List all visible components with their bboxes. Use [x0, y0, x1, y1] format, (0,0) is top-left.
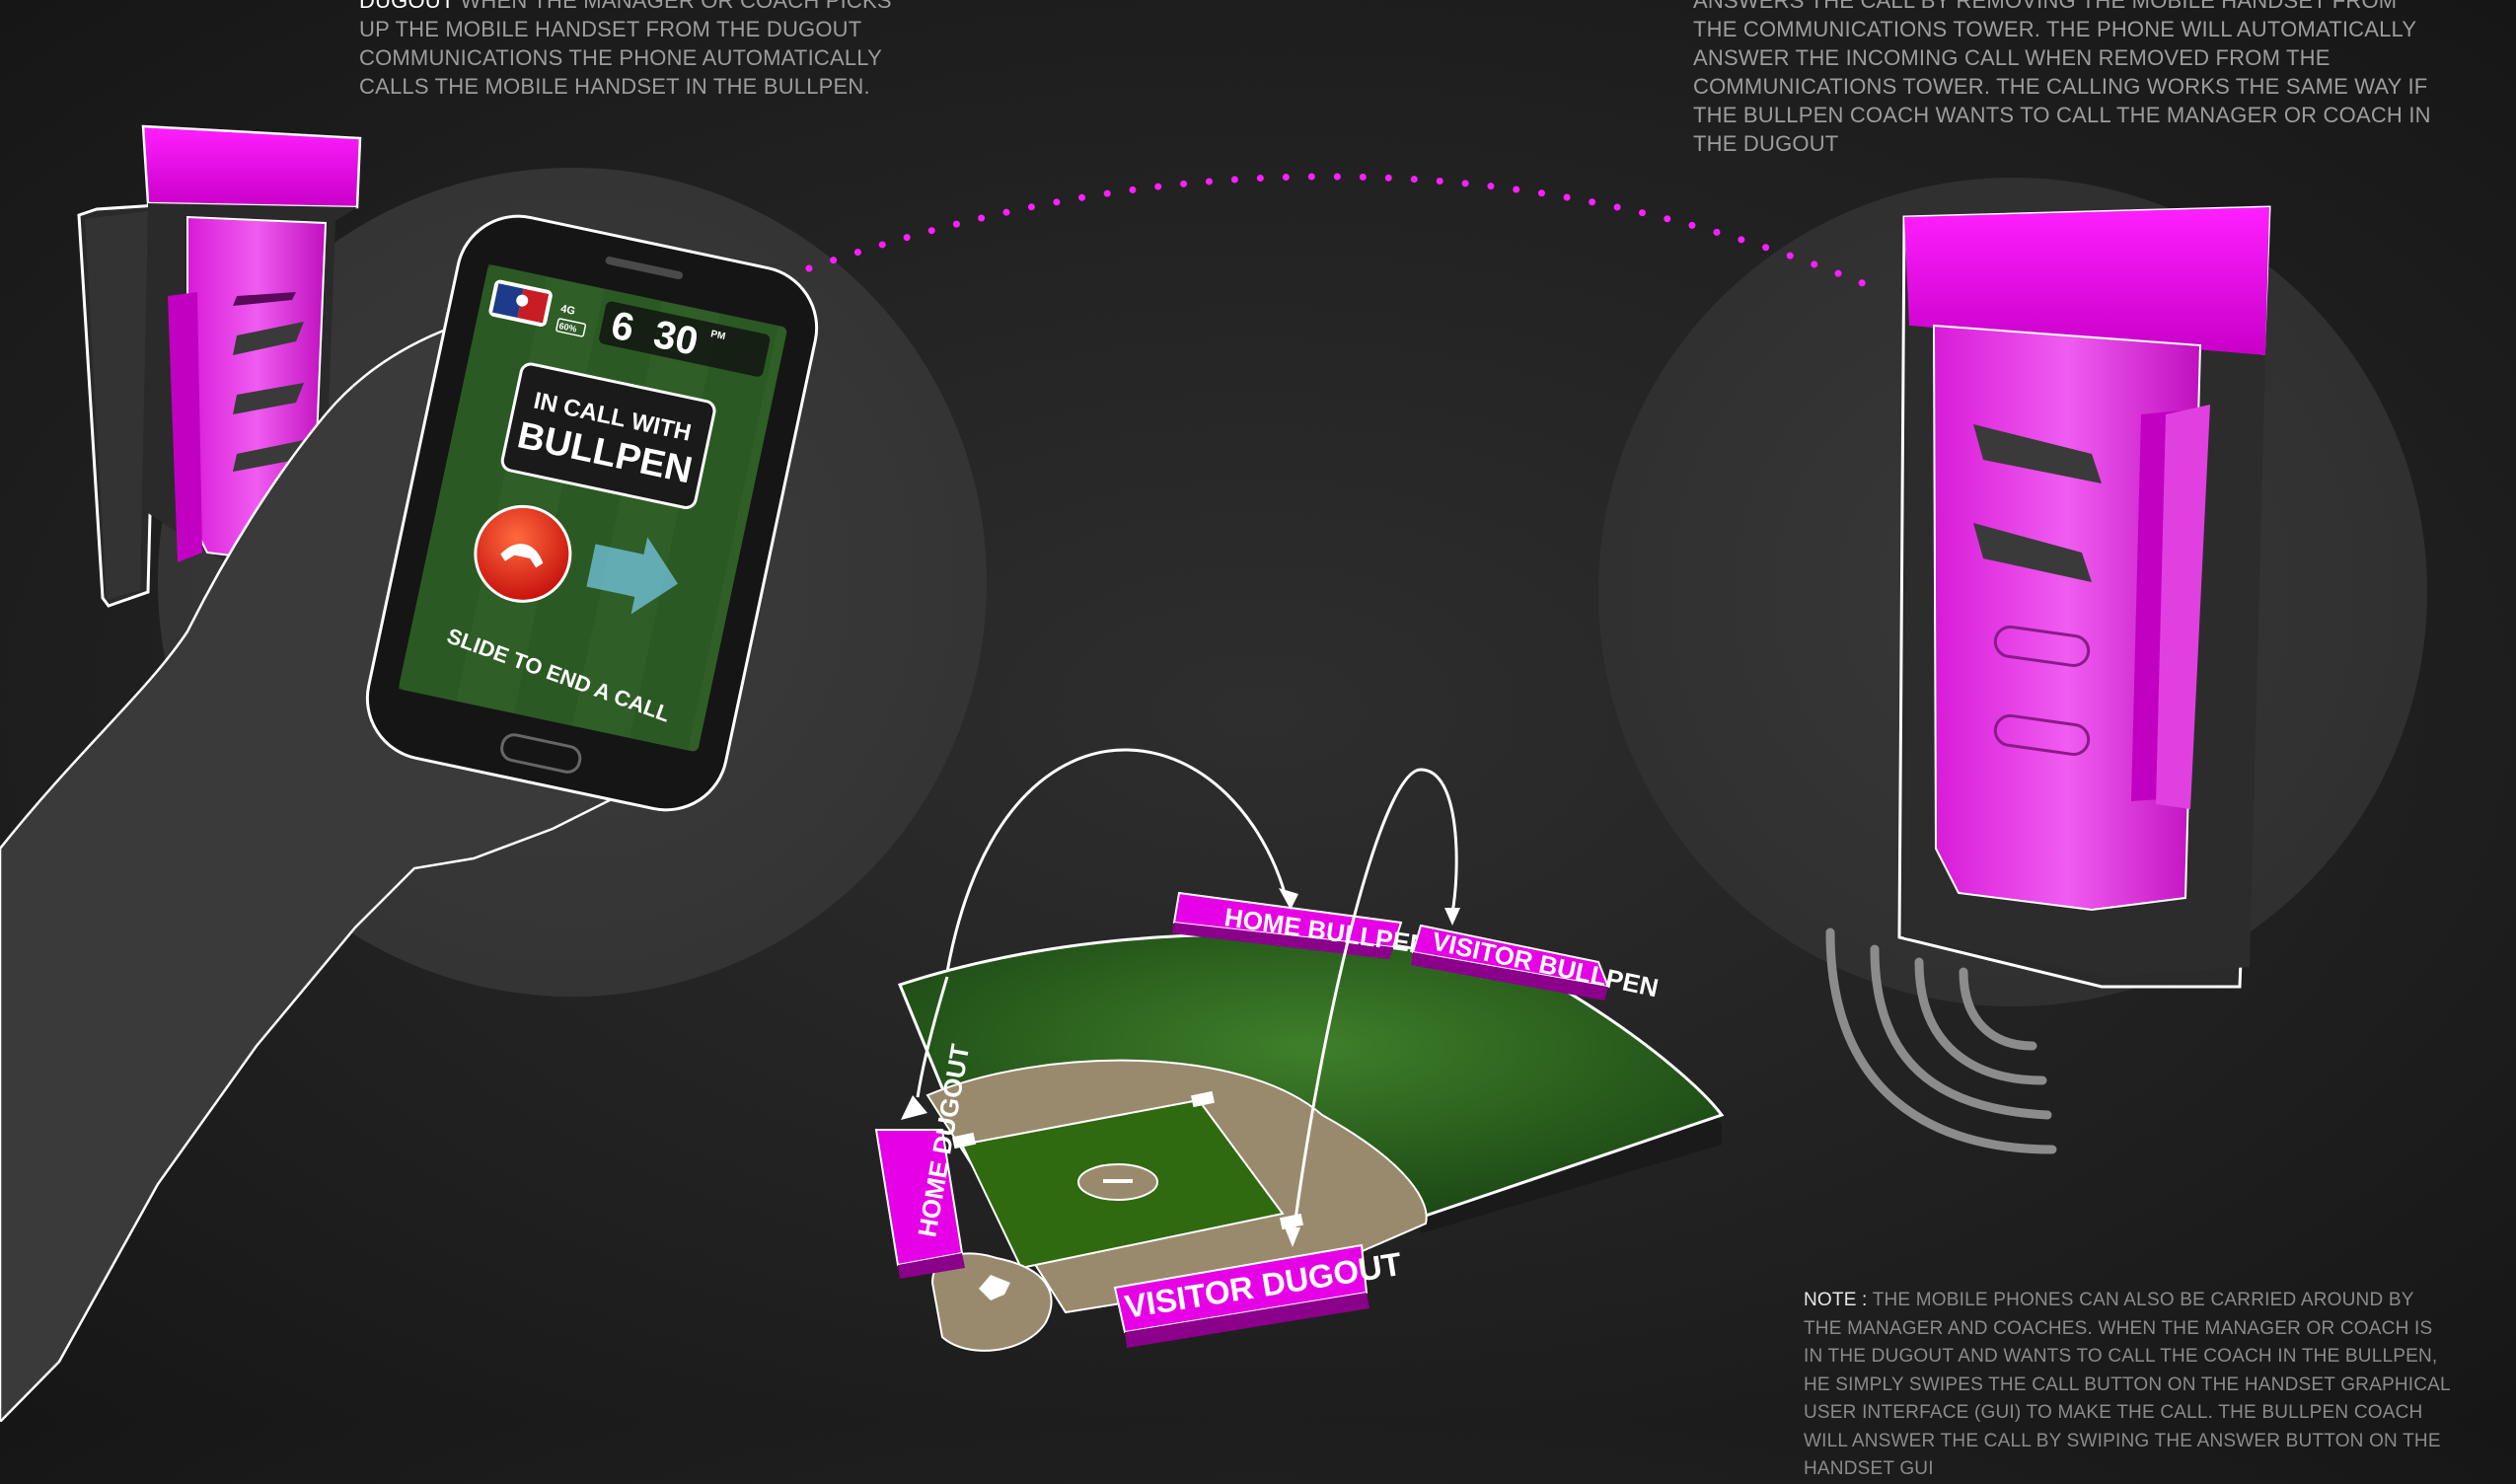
phone-home-button[interactable]: [499, 733, 582, 775]
arrow-right-icon: [586, 537, 679, 615]
diagram-scene: 4G 60% 6 30 PM IN CALL WITH BULLPEN SLID…: [0, 124, 2427, 1422]
caption-bullpen: ANSWERS THE CALL BY REMOVING THE MOBILE …: [1693, 0, 2443, 158]
arrowhead-home-dugout: [901, 1095, 927, 1120]
caption-dugout: DUGOUT WHEN THE MANAGER OR COACH PICKS U…: [359, 0, 892, 101]
caption-dugout-text: WHEN THE MANAGER OR COACH PICKS UP THE M…: [359, 0, 892, 99]
caption-dugout-lead: DUGOUT: [359, 0, 455, 13]
first-base: [1279, 1213, 1304, 1230]
phone-time-suffix: PM: [709, 329, 726, 342]
caption-bullpen-text: ANSWERS THE CALL BY REMOVING THE MOBILE …: [1693, 0, 2431, 156]
arrowhead-visitor-dugout: [1285, 1227, 1300, 1247]
field-arc-arrowheads: [901, 888, 1460, 1247]
end-call-icon: [500, 544, 544, 568]
bullpen-communications-tower: [1897, 205, 2271, 989]
arrowhead-visitor-bullpen: [1444, 908, 1460, 926]
home-dugout: HOME DUGOUT: [874, 1042, 975, 1279]
call-status-card: [500, 362, 716, 509]
phone-signal: 4G: [559, 303, 576, 318]
arc-dugout-to-home-bullpen: [945, 748, 1287, 973]
wireless-signal-icon: [1825, 928, 2057, 1154]
battery-icon: [555, 318, 587, 337]
second-base: [1190, 1090, 1216, 1108]
home-plate: [979, 1275, 1010, 1300]
mobile-handset: 4G 60% 6 30 PM IN CALL WITH BULLPEN SLID…: [365, 214, 819, 812]
phone-battery: 60%: [558, 321, 578, 334]
arrowhead-home-bullpen: [1279, 888, 1298, 910]
phone-time-min: 30: [650, 313, 703, 364]
wireless-link-dotted-arc: [805, 173, 1879, 292]
arc-visitor-dugout-to-visitor-bullpen: [1291, 768, 1458, 1242]
third-base: [951, 1132, 977, 1150]
caption-note-lead: NOTE :: [1804, 1290, 1873, 1310]
league-logo-icon: [488, 279, 553, 328]
field-call-arcs: [945, 748, 1458, 1242]
